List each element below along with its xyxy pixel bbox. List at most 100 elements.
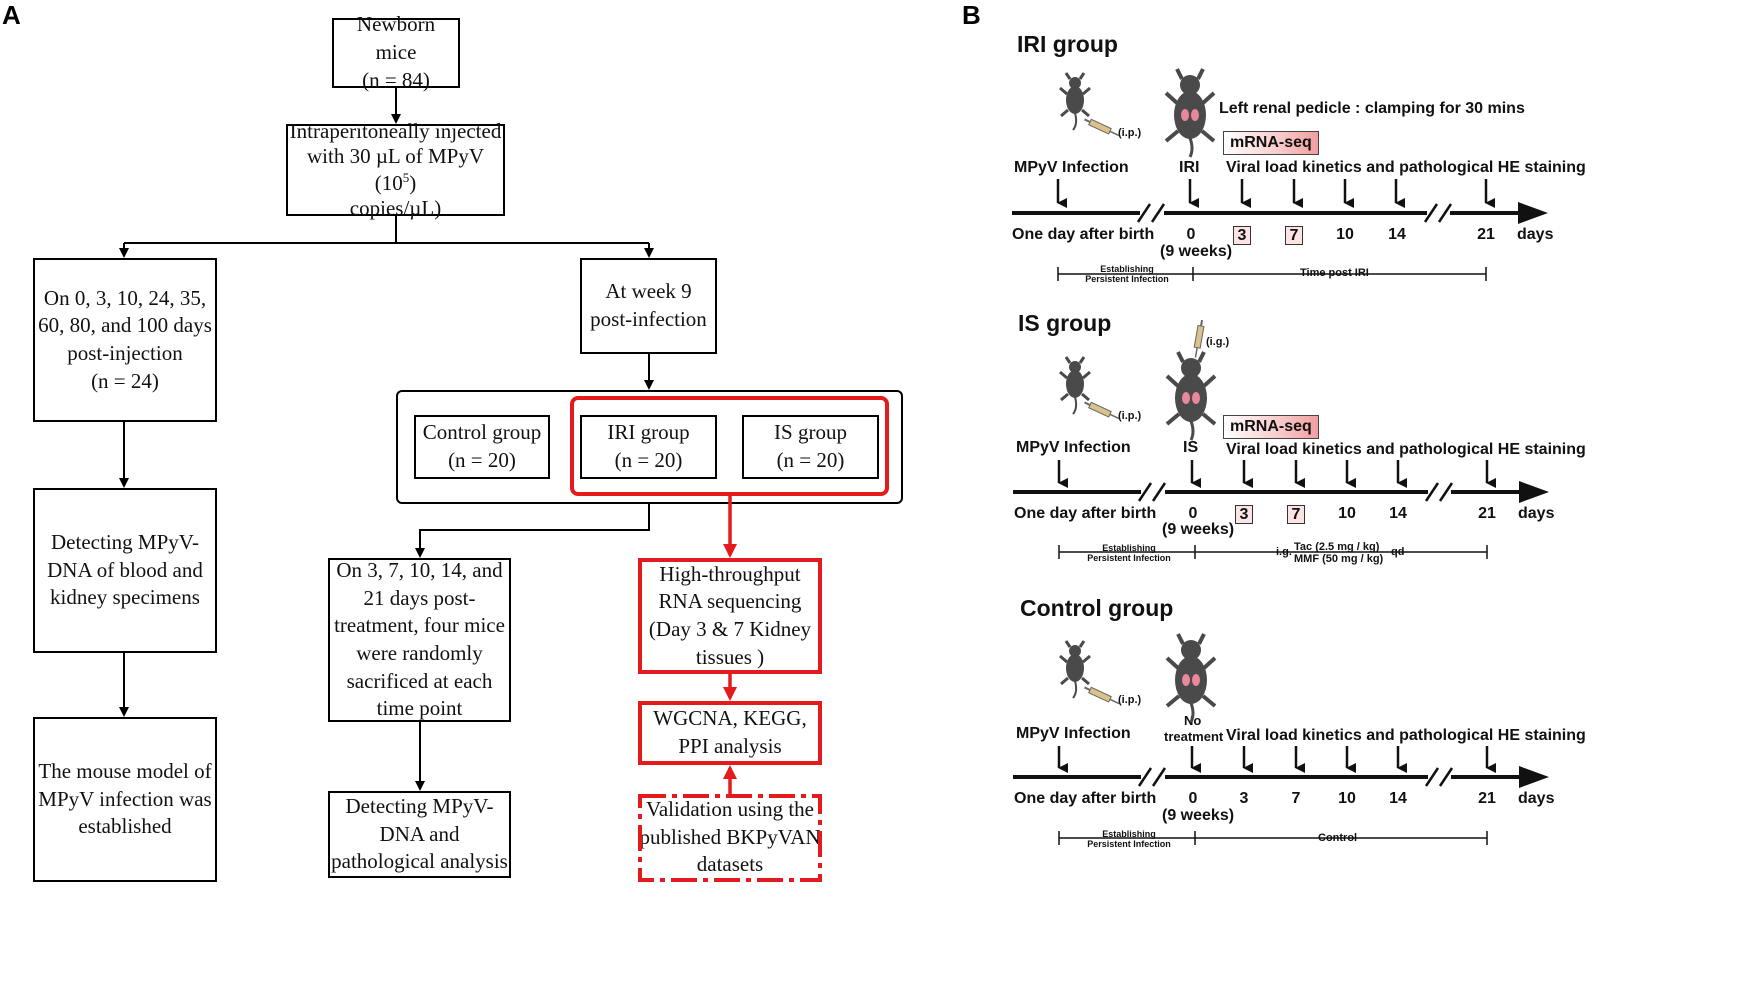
control-event-line2: treatment — [1164, 729, 1224, 744]
is-tick-3: 3 — [1224, 505, 1264, 524]
days-post-injection-box: On 0, 3, 10, 24, 35, 60, 80, and 100 day… — [33, 258, 217, 422]
iri-tick-3: 3 — [1222, 226, 1262, 245]
panel-a-label: A — [2, 0, 21, 30]
iri-infection-mouse-icon — [1058, 71, 1092, 132]
is-title: IS group — [1018, 310, 1112, 336]
iri-unit-label: days — [1517, 226, 1554, 243]
control-ip-label: (i.p.) — [1118, 694, 1142, 706]
iri-timeline — [1012, 67, 1548, 281]
is-day0-label: 0 — [1188, 505, 1198, 522]
iri-mrna-seq-badge: mRNA-seq — [1223, 131, 1319, 155]
iri-infection-label: MPyV Infection — [1014, 159, 1129, 176]
control-tick-3: 3 — [1239, 790, 1249, 807]
newborn-mice-text: Newborn mice (n = 84) — [356, 12, 436, 92]
panel-b-label: B — [962, 0, 981, 30]
is-birth-label: One day after birth — [1014, 505, 1157, 522]
model-established-box: The mouse model of MPyV infection was es… — [33, 717, 217, 882]
control-tick-14: 14 — [1389, 790, 1407, 807]
control-tick-10: 10 — [1338, 790, 1356, 807]
control-syringe-icon — [1082, 683, 1122, 708]
is-mmf-label: MMF (50 mg / kg) — [1294, 553, 1384, 565]
iri-is-highlight-frame — [570, 396, 889, 496]
validation-dashed-border — [638, 794, 822, 882]
detecting-pathology-text: Detecting MPyV- DNA and pathological ana… — [331, 793, 508, 874]
wgcna-box: WGCNA, KEGG, PPI analysis — [638, 701, 822, 765]
detecting-blood-text: Detecting MPyV- DNA of blood and kidney … — [47, 529, 203, 610]
is-tick-7: 7 — [1276, 505, 1316, 524]
is-group-text: IS group (n = 20) — [774, 420, 847, 472]
is-establishing-label: Establishing Persistent Infection — [1087, 543, 1171, 563]
is-kidney-mouse-icon — [1165, 350, 1217, 442]
validation-text: Validation using the published BKPyVAN d… — [639, 796, 821, 877]
rna-seq-text: High-throughput RNA sequencing (Day 3 & … — [648, 561, 812, 669]
injection-line-3: copies/µL) — [349, 195, 442, 220]
iri-weeks-label: (9 weeks) — [1160, 243, 1233, 260]
control-group-text: Control group (n = 20) — [422, 420, 542, 472]
is-group-box: IS group (n = 20) — [742, 415, 879, 479]
is-tick-21: 21 — [1478, 505, 1496, 522]
iri-birth-label: One day after birth — [1012, 226, 1155, 243]
is-mrna-seq-badge: mRNA-seq — [1223, 415, 1319, 439]
days-post-injection-text: On 0, 3, 10, 24, 35, 60, 80, and 100 day… — [38, 285, 212, 393]
control-timeline — [1013, 632, 1549, 845]
control-group-box: Control group (n = 20) — [414, 415, 550, 479]
iri-tick-7: 7 — [1274, 226, 1314, 245]
iri-span-label: Time post IRI — [1298, 267, 1371, 279]
iri-event-label: IRI — [1179, 159, 1200, 176]
is-tick-10: 10 — [1338, 505, 1356, 522]
post-treatment-text: On 3, 7, 10, 14, and 21 days post- treat… — [334, 557, 505, 721]
iri-clamp-label: Left renal pedicle : clamping for 30 min… — [1219, 100, 1525, 117]
iri-ip-label: (i.p.) — [1118, 127, 1142, 139]
is-tick-14: 14 — [1389, 505, 1407, 522]
injection-line-2: with 30 µL of MPyV (10 — [307, 144, 484, 195]
is-ig-label: (i.g.) — [1206, 336, 1230, 348]
control-tick-21: 21 — [1478, 790, 1496, 807]
control-kinetics-label: Viral load kinetics and pathological HE … — [1226, 727, 1586, 744]
control-kidney-mouse-icon — [1165, 632, 1217, 724]
is-timeline — [1013, 318, 1549, 559]
week9-text: At week 9 post-infection — [590, 279, 707, 331]
control-establishing-label: Establishing Persistent Infection — [1087, 829, 1171, 849]
iri-group-text: IRI group (n = 20) — [607, 420, 690, 472]
iri-title: IRI group — [1017, 31, 1118, 57]
detecting-blood-box: Detecting MPyV- DNA of blood and kidney … — [33, 488, 217, 653]
iri-group-box: IRI group (n = 20) — [580, 415, 717, 479]
week9-box: At week 9 post-infection — [580, 258, 717, 354]
control-weeks-label: (9 weeks) — [1162, 807, 1235, 824]
is-tac-label: Tac (2.5 mg / kg) — [1294, 541, 1380, 553]
iri-kidney-mouse-icon — [1164, 67, 1216, 159]
is-infection-mouse-icon — [1058, 355, 1092, 416]
is-syringe-icon — [1082, 398, 1122, 423]
injection-exponent: 5 — [402, 169, 410, 185]
control-day0-label: 0 — [1188, 790, 1198, 807]
iri-day0-label: 0 — [1186, 226, 1196, 243]
is-ip-label: (i.p.) — [1118, 410, 1142, 422]
control-tick-7: 7 — [1291, 790, 1301, 807]
is-kinetics-label: Viral load kinetics and pathological HE … — [1226, 441, 1586, 458]
wgcna-text: WGCNA, KEGG, PPI analysis — [653, 706, 807, 758]
iri-tick-21: 21 — [1477, 226, 1495, 243]
iri-kinetics-label: Viral load kinetics and pathological HE … — [1226, 159, 1586, 176]
iri-tick-14: 14 — [1388, 226, 1406, 243]
groups-frame — [396, 390, 903, 504]
control-birth-label: One day after birth — [1014, 790, 1157, 807]
newborn-mice-box: Newborn mice (n = 84) — [332, 12, 460, 92]
is-weeks-label: (9 weeks) — [1162, 521, 1235, 538]
iri-establishing-label: Establishing Persistent Infection — [1085, 264, 1169, 284]
is-event-label: IS — [1183, 439, 1199, 456]
injection-box: Intraperitoneally injected with 30 µL of… — [286, 119, 505, 220]
post-treatment-box: On 3, 7, 10, 14, and 21 days post- treat… — [328, 558, 511, 722]
control-unit-label: days — [1518, 790, 1555, 807]
control-infection-mouse-icon — [1058, 639, 1092, 700]
iri-tick-10: 10 — [1336, 226, 1354, 243]
arrow-groups-to-post-treatment — [415, 504, 650, 558]
is-unit-label: days — [1518, 505, 1555, 522]
control-infection-label: MPyV Infection — [1016, 725, 1131, 742]
validation-box: Validation using the published BKPyVAN d… — [638, 794, 822, 881]
model-established-text: The mouse model of MPyV infection was es… — [38, 758, 212, 839]
rna-seq-box: High-throughput RNA sequencing (Day 3 & … — [638, 558, 822, 674]
iri-syringe-icon — [1082, 115, 1122, 140]
is-infection-label: MPyV Infection — [1016, 439, 1131, 456]
detecting-pathology-box: Detecting MPyV- DNA and pathological ana… — [328, 791, 511, 878]
